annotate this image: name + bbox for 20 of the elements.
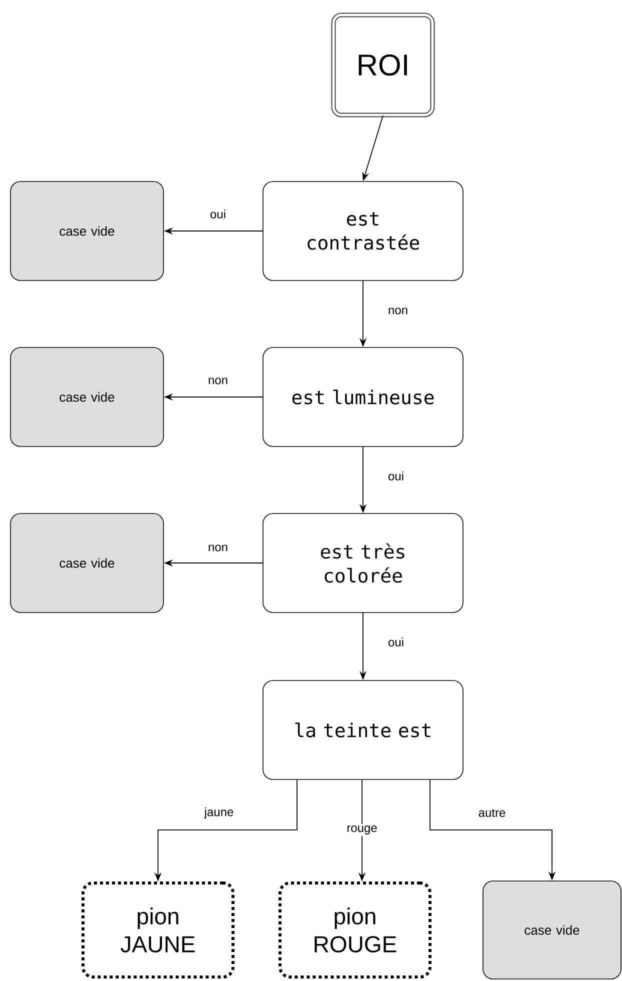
edge-label: oui: [208, 208, 228, 220]
edge-label: oui: [386, 470, 406, 482]
result-box: case vide: [10, 347, 164, 447]
edge-label: non: [206, 543, 230, 553]
result-box: pion JAUNE: [82, 882, 234, 978]
edge-label: oui: [386, 636, 406, 648]
edge-label: autre: [476, 808, 508, 818]
start-box: ROI: [331, 12, 435, 118]
decision-box: est très colorée: [262, 513, 464, 613]
decision-box: la teinte est: [262, 680, 464, 780]
decision-box: est lumineuse: [262, 347, 464, 447]
result-box: case vide: [482, 880, 622, 980]
result-box: case vide: [10, 181, 164, 281]
result-box: case vide: [10, 513, 164, 613]
edge-label: rouge: [345, 824, 379, 836]
edge-label: non: [386, 306, 410, 316]
edge-label: non: [206, 376, 230, 386]
result-box: pion ROUGE: [278, 882, 432, 978]
decision-box: est contrastée: [262, 181, 464, 281]
edge-label: jaune: [202, 806, 236, 820]
